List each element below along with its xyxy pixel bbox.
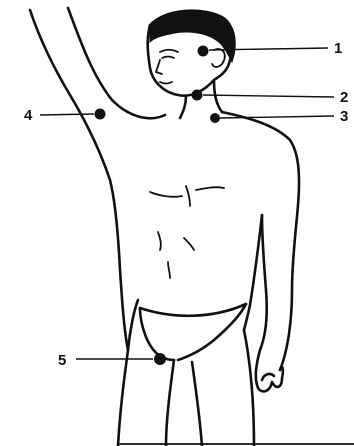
callout-2-number: 2	[340, 89, 348, 106]
callout-2-leader	[203, 95, 334, 97]
callout-5-dot	[154, 353, 166, 365]
callout-5: 5	[58, 352, 166, 369]
callout-1-dot	[198, 46, 209, 57]
abdomen-line-right	[184, 238, 194, 250]
ear	[212, 49, 225, 67]
callout-4: 4	[24, 107, 106, 124]
eyebrow	[160, 50, 178, 52]
right-arm-inner	[260, 215, 267, 350]
right-shoulder-arm-outer	[222, 112, 299, 370]
hair	[150, 10, 235, 62]
eye	[162, 57, 174, 59]
male-figure-outline	[30, 8, 354, 446]
sternum-line	[186, 186, 190, 206]
callout-1-number: 1	[334, 40, 342, 57]
underwear-right-leg	[178, 304, 246, 360]
left-leg-outer	[118, 350, 128, 446]
neck-left	[180, 96, 186, 118]
nose	[156, 60, 162, 74]
right-hand	[256, 350, 283, 391]
pectoral-right	[196, 187, 224, 190]
torso-left-side	[128, 300, 138, 350]
pectoral-left	[150, 192, 182, 197]
callout-4-number: 4	[24, 107, 33, 124]
abdomen-line-left	[158, 232, 161, 250]
left-leg-inner	[166, 360, 174, 446]
navel	[168, 262, 170, 278]
callout-4-dot	[95, 109, 106, 120]
callout-5-number: 5	[58, 352, 66, 369]
raised-arm-outer-edge	[30, 10, 128, 350]
underwear-waistband	[140, 304, 246, 316]
right-leg-inner	[192, 362, 202, 446]
torso-right-side	[244, 215, 262, 330]
mouth	[160, 82, 172, 84]
callout-4-leader	[40, 114, 94, 115]
callout-3-number: 3	[340, 108, 348, 125]
callout-3-dot	[210, 113, 220, 123]
right-leg-outer	[244, 330, 254, 446]
callout-3: 3	[210, 108, 348, 125]
neck-right	[214, 80, 222, 112]
callout-2-dot	[192, 90, 203, 101]
